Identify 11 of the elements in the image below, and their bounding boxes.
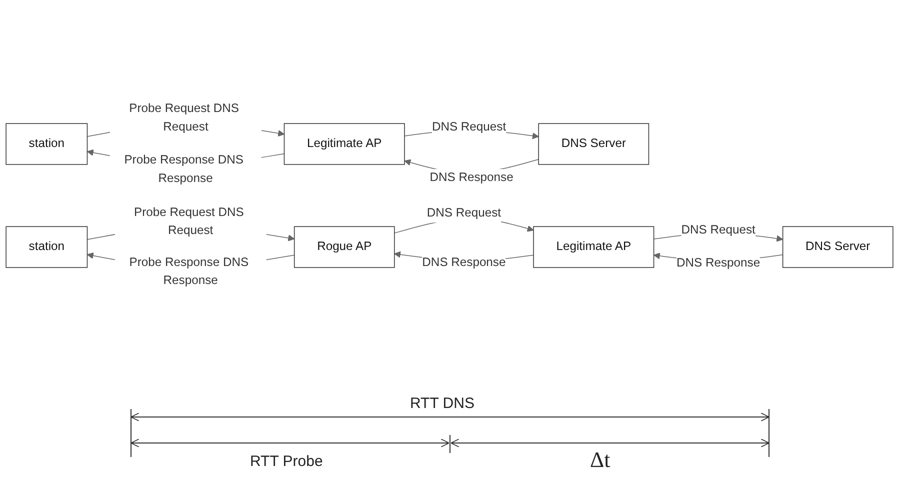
process-box: Legitimate AP [533,226,654,268]
process-box: station [6,123,88,165]
process-box: Rogue AP [294,226,395,268]
dimension-label: RTT DNS [410,395,474,412]
process-box: Legitimate AP [284,123,405,165]
flow-diagram: Probe Request DNS Request Probe Response DNS Response DNS Request DNS Response Probe Request DNS Request Probe Response DNS Response DNS Request DNS Response DNS Request DNS Response station Legitimate AP DNS Server station Rogue AP Legitimate AP DNS Server [0,94,899,296]
dimension-label: Δt [590,447,610,473]
process-box: DNS Server [538,123,650,165]
process-box: DNS Server [782,226,894,268]
process-box: station [6,226,88,268]
dimension-label: RTT Probe [250,453,323,470]
